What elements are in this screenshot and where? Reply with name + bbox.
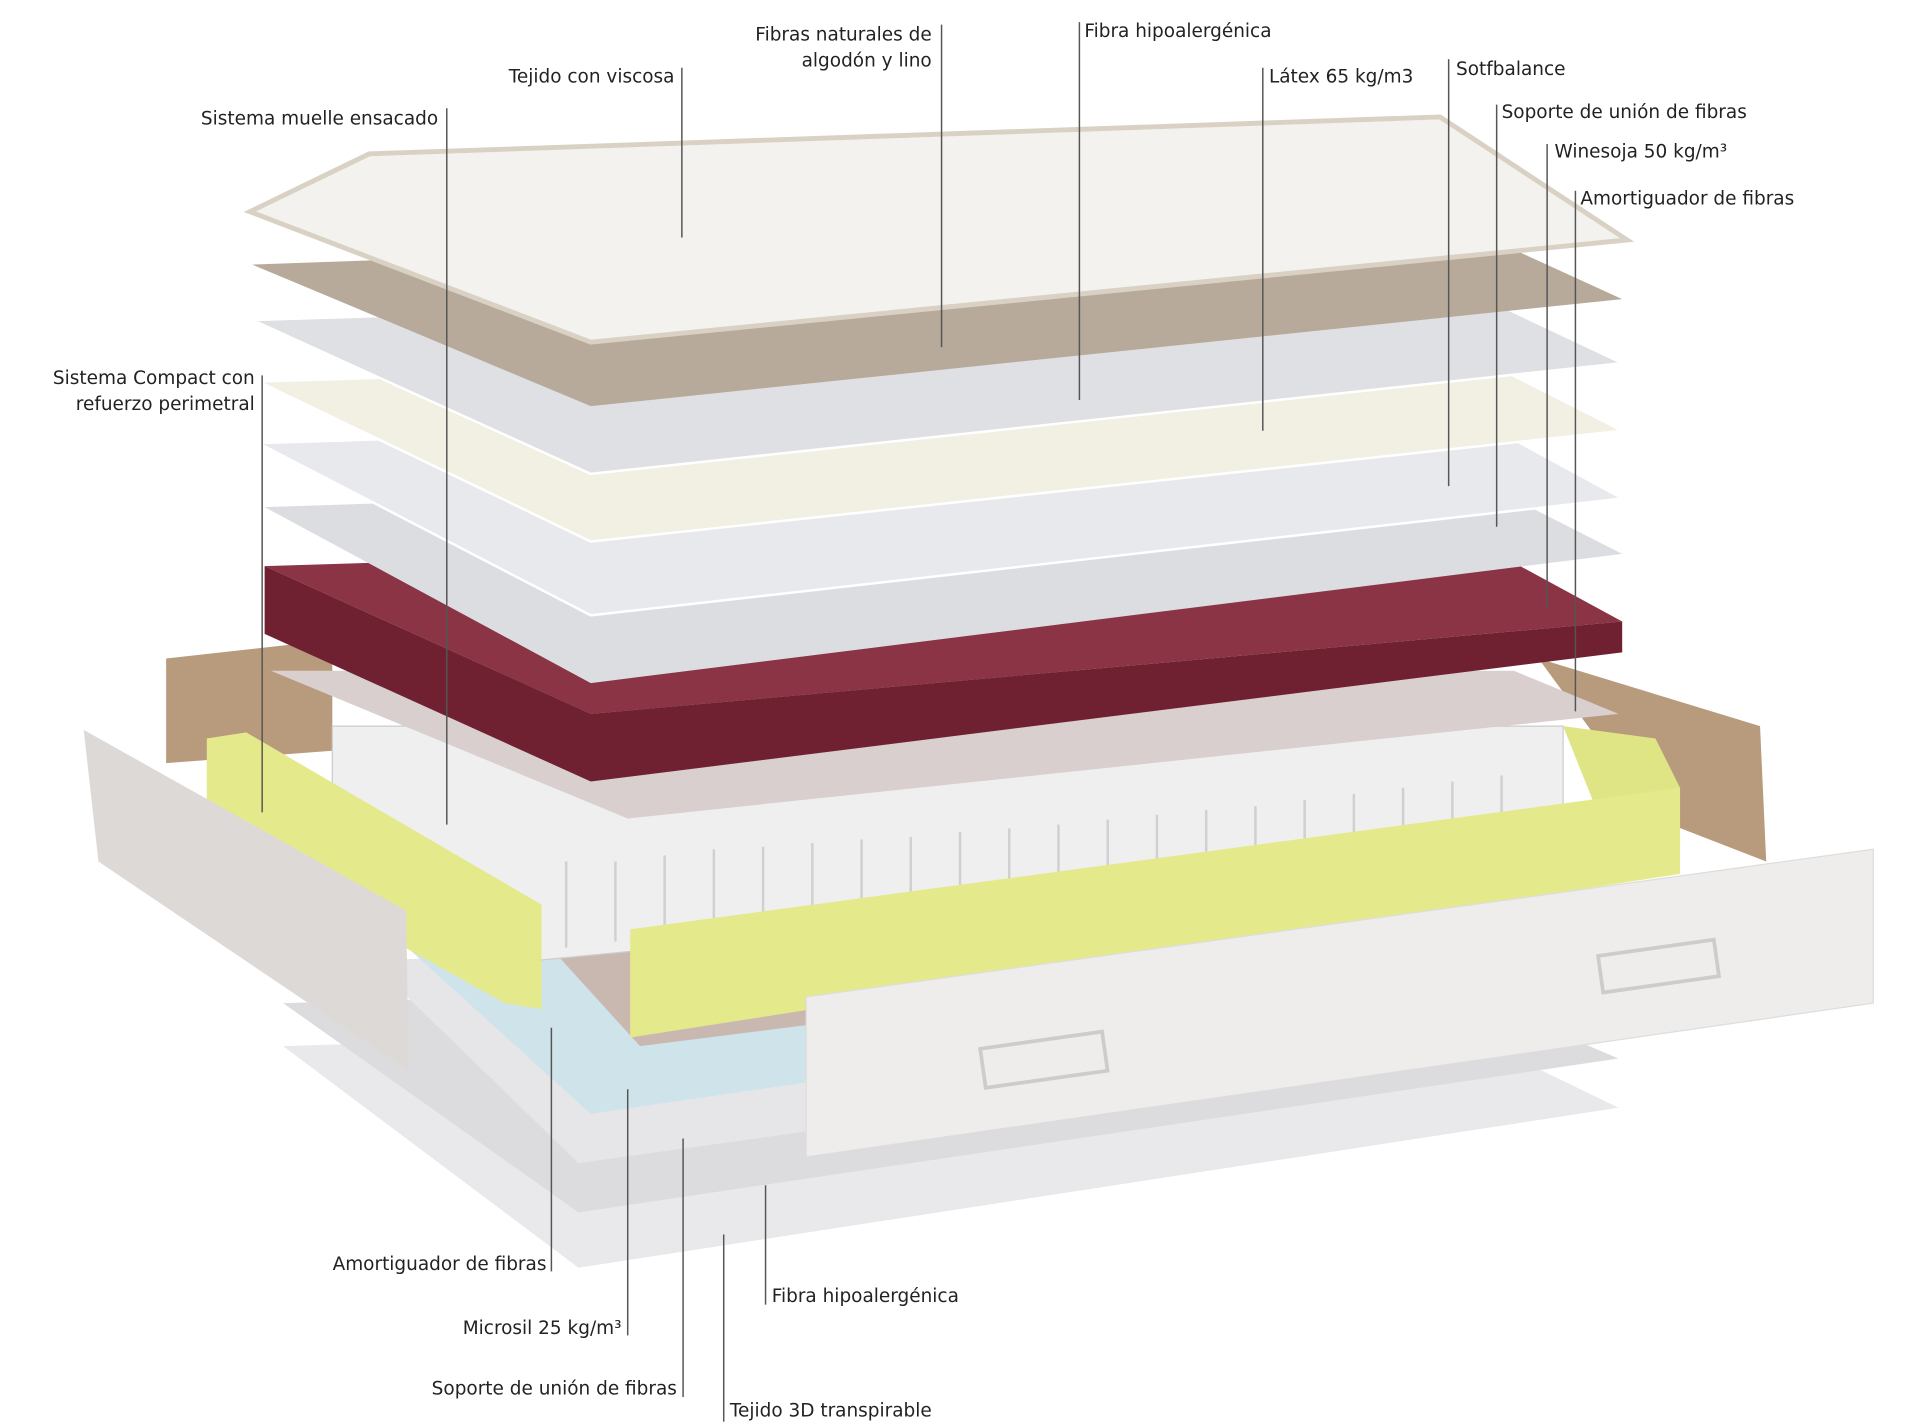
label-line: Sistema Compact con: [52, 366, 255, 389]
label-line: Fibras naturales de: [755, 23, 932, 46]
label-fibra-hipo-bottom: Fibra hipoalergénica: [771, 1284, 959, 1308]
handle-front-right: [1595, 937, 1722, 995]
label-tejido-viscosa: Tejido con viscosa: [508, 65, 675, 88]
label-amortiguador-top: Amortiguador de fibras: [1580, 187, 1795, 210]
label-sotfbalance: Sotfbalance: [1456, 57, 1566, 81]
side-panel-front: [805, 848, 1874, 1158]
label-soporte-union-bottom: Soporte de unión de fibras: [431, 1377, 677, 1400]
label-latex: Látex 65 kg/m3: [1268, 65, 1414, 88]
leader-lines: [261, 22, 1577, 1422]
label-sistema-compact: Sistema Compact con refuerzo perimetral: [53, 366, 255, 418]
label-amortiguador-bottom: Amortiguador de fibras: [332, 1252, 547, 1276]
label-line: algodón y lino: [801, 49, 932, 72]
handle-front-left: [978, 1029, 1110, 1090]
foam-frame-left: [206, 732, 542, 1010]
label-sistema-muelle: Sistema muelle ensacado: [200, 107, 439, 130]
label-microsil: Microsil 25 kg/m³: [462, 1316, 622, 1340]
label-tejido-3d: Tejido 3D transpirable: [729, 1399, 932, 1422]
label-fibras-naturales: Fibras naturales de algodón y lino: [755, 22, 931, 74]
label-soporte-union-top: Soporte de unión de fibras: [1501, 100, 1747, 124]
label-line: refuerzo perimetral: [75, 392, 255, 415]
label-winesoja: Winesoja 50 kg/m³: [1554, 140, 1728, 163]
label-fibra-hipo-top: Fibra hipoalergénica: [1084, 19, 1272, 42]
layer-winesoja-front: [264, 566, 1623, 782]
foam-frame-front: [630, 787, 1681, 1038]
layer-tejido-viscosa: [243, 114, 1635, 345]
side-panel-left: [83, 729, 409, 1071]
